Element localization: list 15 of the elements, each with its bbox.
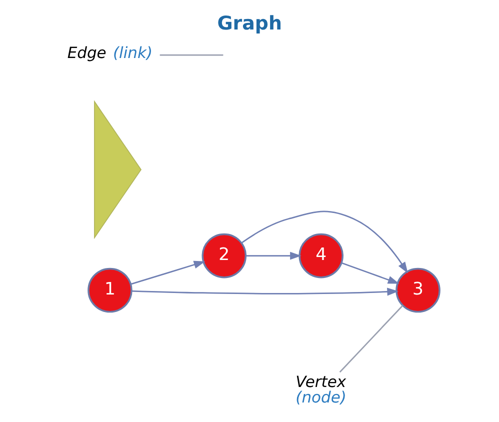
node-circle: 3 <box>395 268 440 313</box>
node-text: Edge (link) <box>66 44 152 62</box>
arrow <box>131 288 398 296</box>
connector <box>338 305 403 373</box>
connector <box>159 54 223 56</box>
node-circle: 2 <box>201 233 246 278</box>
arrow <box>240 210 408 274</box>
node-circle: 4 <box>298 233 343 278</box>
arrow <box>130 260 205 285</box>
arrow <box>340 262 399 284</box>
node-triangle <box>94 100 142 240</box>
node-text: Vertex (node) <box>295 373 346 407</box>
arrow <box>245 252 301 260</box>
diagram-title: Graph <box>216 12 282 35</box>
node-circle: 1 <box>87 268 132 313</box>
